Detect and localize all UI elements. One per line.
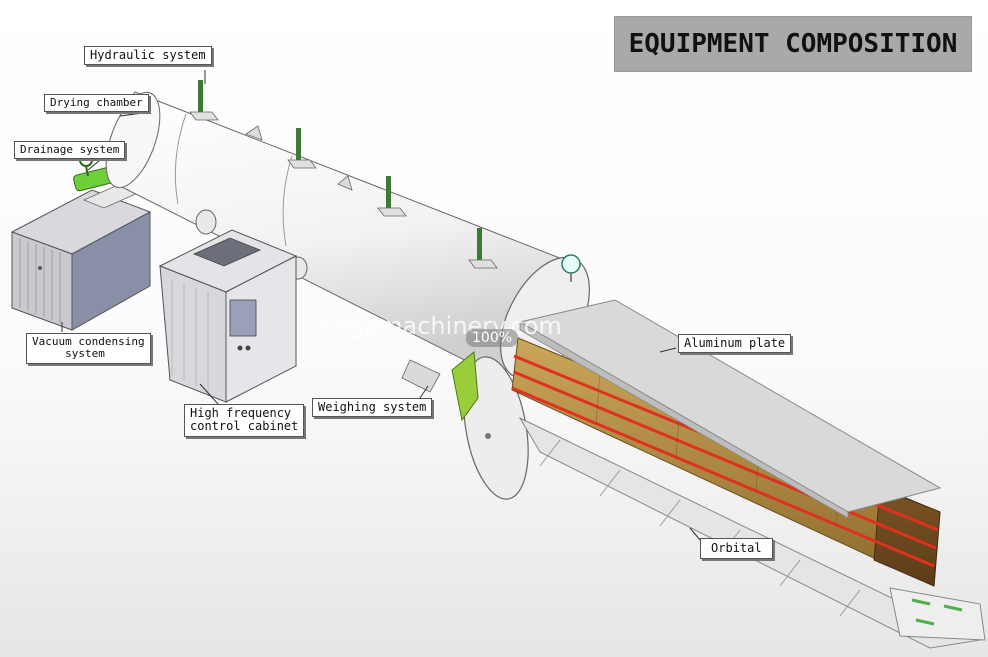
title-text: EQUIPMENT COMPOSITION — [628, 29, 958, 59]
label-high-frequency-control-cabinet: High frequency control cabinet — [184, 404, 305, 437]
orbital-track — [518, 416, 986, 649]
progress-badge: 100% — [466, 329, 519, 347]
tank-door — [451, 351, 529, 500]
leader-lines — [61, 70, 701, 541]
wood-stack — [511, 337, 941, 587]
label-drainage-system: Drainage system — [14, 141, 126, 160]
diagram-title: EQUIPMENT COMPOSITION — [614, 16, 972, 72]
label-orbital: Orbital — [700, 538, 773, 560]
label-weighing-system: Weighing system — [312, 398, 433, 418]
label-vacuum-condensing-system: Vacuum condensing system — [26, 333, 151, 364]
label-hydraulic-system: Hydraulic system — [84, 46, 212, 66]
label-aluminum-plate: Aluminum plate — [678, 334, 792, 354]
vacuum-condensing-unit — [10, 183, 152, 331]
control-cabinet — [158, 229, 298, 403]
aluminum-plate — [518, 299, 942, 519]
label-drying-chamber: Drying chamber — [44, 94, 149, 113]
hydraulic-cylinders — [189, 80, 498, 269]
watermark: sagamachinery.com — [322, 312, 562, 340]
